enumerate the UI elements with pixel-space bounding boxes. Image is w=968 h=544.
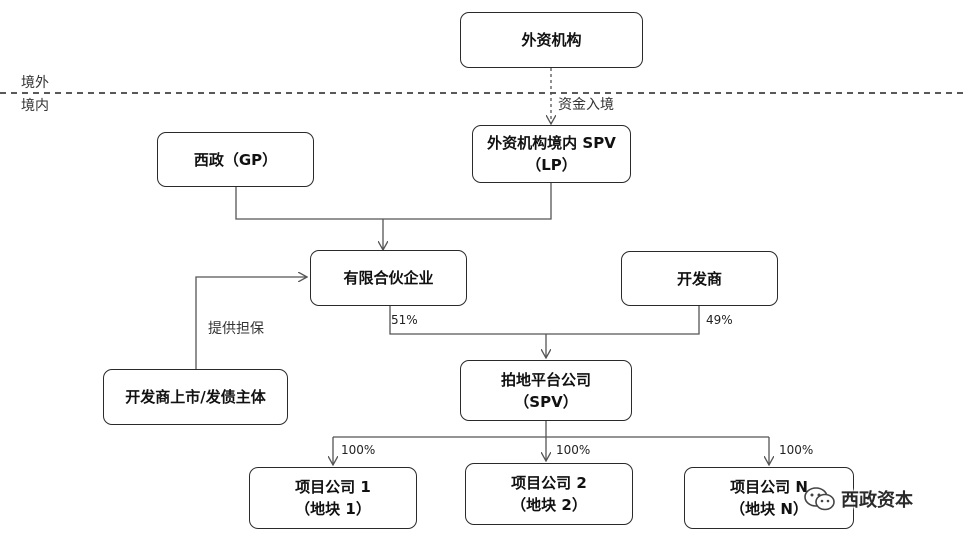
gp-lp-merge-line	[235, 183, 552, 220]
gp-node: 西政（GP）	[157, 132, 314, 187]
project1-share-label: 100%	[341, 443, 376, 457]
watermark-text: 西政资本	[841, 490, 913, 511]
foreign-spv-node: 外资机构境内 SPV （LP）	[472, 125, 631, 183]
partnership-node: 有限合伙企业	[310, 250, 467, 306]
platform-node: 拍地平台公司 （SPV）	[460, 360, 632, 421]
project1-line1: 项目公司 1	[295, 478, 371, 496]
listed-entity-node: 开发商上市/发债主体	[103, 369, 288, 425]
border-inside-label: 境内	[21, 98, 49, 114]
platform-line1: 拍地平台公司	[500, 370, 591, 389]
gp-label: 西政（GP）	[193, 150, 278, 169]
watermark: 西政资本	[803, 486, 913, 512]
foreign-spv-line1: 外资机构境内 SPV	[487, 134, 616, 152]
wechat-icon	[804, 487, 835, 511]
foreign-institution-node: 外资机构	[460, 12, 643, 68]
developer-node: 开发商	[621, 251, 778, 306]
border-outside-label: 境外	[21, 75, 49, 91]
platform-line2: （SPV）	[514, 392, 578, 411]
project2-node: 项目公司 2 （地块 2）	[465, 463, 633, 525]
projectN-line2: （地块 N）	[730, 500, 808, 518]
project2-share-label: 100%	[556, 443, 591, 457]
listed-entity-label: 开发商上市/发债主体	[125, 388, 266, 406]
foreign-spv-line2: （LP）	[526, 156, 577, 174]
project2-line2: （地块 2）	[511, 496, 587, 514]
guarantee-arrow	[195, 277, 307, 369]
partnership-share-label: 51%	[391, 313, 418, 327]
capital-inflow-label: 资金入境	[558, 97, 614, 113]
partnership-label: 有限合伙企业	[343, 269, 434, 287]
projectN-share-label: 100%	[779, 443, 814, 457]
projectN-line1: 项目公司 N	[730, 478, 808, 496]
developer-share-label: 49%	[706, 313, 733, 327]
project1-line2: （地块 1）	[295, 500, 371, 518]
foreign-institution-label: 外资机构	[521, 31, 582, 49]
shareholder-merge-line	[389, 306, 700, 335]
project2-line1: 项目公司 2	[511, 474, 587, 492]
developer-label: 开发商	[676, 269, 722, 288]
guarantee-label: 提供担保	[208, 321, 264, 337]
project1-node: 项目公司 1 （地块 1）	[249, 467, 417, 529]
